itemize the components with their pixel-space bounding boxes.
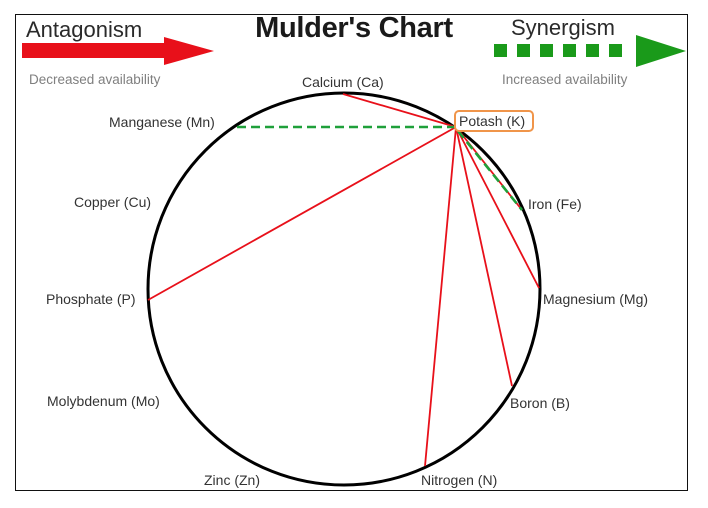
node-manganese: Manganese (Mn) — [109, 114, 215, 130]
potash-highlight-box — [454, 110, 534, 132]
node-iron: Iron (Fe) — [528, 196, 582, 212]
node-zinc: Zinc (Zn) — [204, 472, 260, 488]
node-nitrogen: Nitrogen (N) — [421, 472, 498, 488]
edge-k-mg — [455, 126, 540, 289]
edge-k-p — [147, 126, 457, 301]
node-boron: Boron (B) — [510, 395, 570, 411]
edge-k-n — [424, 126, 457, 467]
node-phosphate: Phosphate (P) — [46, 291, 136, 307]
nutrient-circle — [146, 91, 542, 487]
legend-synergism-description: Increased availability — [502, 72, 628, 87]
legend-synergism-label: Synergism — [511, 15, 615, 40]
edge-k-ca — [342, 93, 457, 128]
legend-antagonism-label: Antagonism — [26, 17, 143, 42]
node-potash: Potash (K) — [459, 113, 526, 129]
green-dashed-arrow-icon — [494, 35, 686, 67]
legend-antagonism-description: Decreased availability — [29, 72, 161, 87]
red-arrow-icon — [22, 37, 214, 65]
node-copper: Copper (Cu) — [74, 194, 152, 210]
chart-title: Mulder's Chart — [255, 12, 453, 44]
edge-k-b — [455, 126, 513, 387]
node-magnesium: Magnesium (Mg) — [543, 291, 649, 307]
node-molybdenum: Molybdenum (Mo) — [47, 393, 160, 409]
edge-k-fe — [456, 130, 524, 211]
node-calcium: Calcium (Ca) — [302, 74, 384, 90]
